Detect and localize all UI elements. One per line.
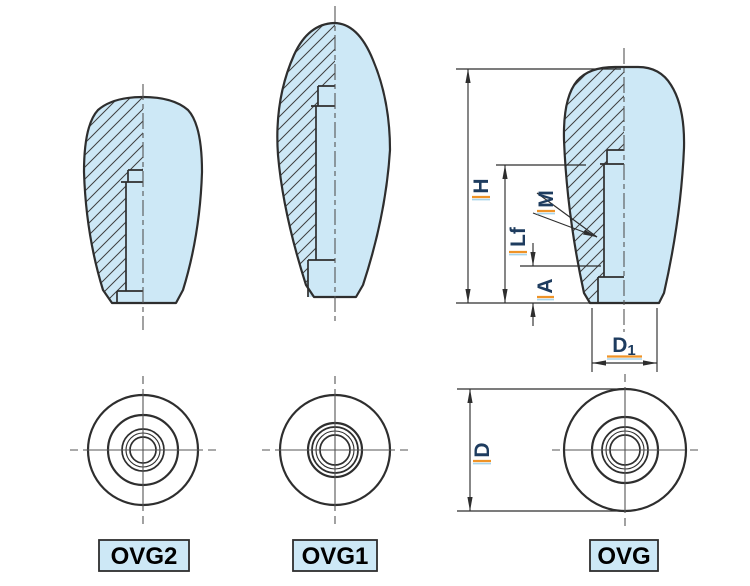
- ovg2-hole-lines: [116, 169, 143, 303]
- svg-text:OVG1: OVG1: [302, 543, 369, 570]
- ovg1-bottom-view: [262, 376, 408, 524]
- ovg1-section-view: [276, 6, 392, 325]
- thread-callout-m: M: [532, 190, 598, 238]
- ovg2-label-box: [98, 539, 190, 572]
- svg-text:A: A: [534, 278, 557, 293]
- svg-text:D1: D1: [612, 334, 636, 359]
- d-label: D: [471, 442, 494, 465]
- m-leader-arrow: [532, 212, 598, 238]
- dimension-h: H: [456, 68, 621, 304]
- ovg2-section-view: [82, 84, 204, 330]
- h-label: H: [470, 178, 493, 201]
- dimension-d: D: [457, 388, 623, 512]
- svg-text:OVG2: OVG2: [111, 543, 178, 570]
- m-label: M: [535, 190, 558, 215]
- svg-text:D: D: [471, 442, 494, 457]
- svg-text:Lf: Lf: [507, 226, 530, 247]
- a-label: A: [534, 278, 557, 301]
- dimension-lf: Lf: [496, 164, 586, 303]
- part-label-ovg2: OVG2: [98, 539, 190, 572]
- ovg-bottom-view: [552, 374, 698, 526]
- dimension-a: A: [520, 243, 601, 326]
- dimension-d1: D1: [591, 308, 658, 372]
- ovg-label-box: [589, 539, 659, 572]
- ovg-hole-lines: [597, 149, 624, 303]
- ovg-section-view: [562, 48, 686, 332]
- ovg2-hole-void: [117, 170, 143, 303]
- d1-label: D1: [607, 334, 642, 360]
- ovg1-hole-void: [308, 86, 335, 297]
- lf-label: Lf: [507, 226, 530, 256]
- svg-text:OVG: OVG: [597, 543, 650, 570]
- svg-text:M: M: [535, 190, 558, 208]
- ovg2-bottom-view: [70, 376, 216, 524]
- ovg1-hole-lines: [307, 85, 335, 297]
- ovg1-label-box: [292, 539, 378, 572]
- part-label-ovg: OVG: [589, 539, 659, 572]
- svg-text:H: H: [470, 178, 493, 193]
- part-label-ovg1: OVG1: [292, 539, 378, 572]
